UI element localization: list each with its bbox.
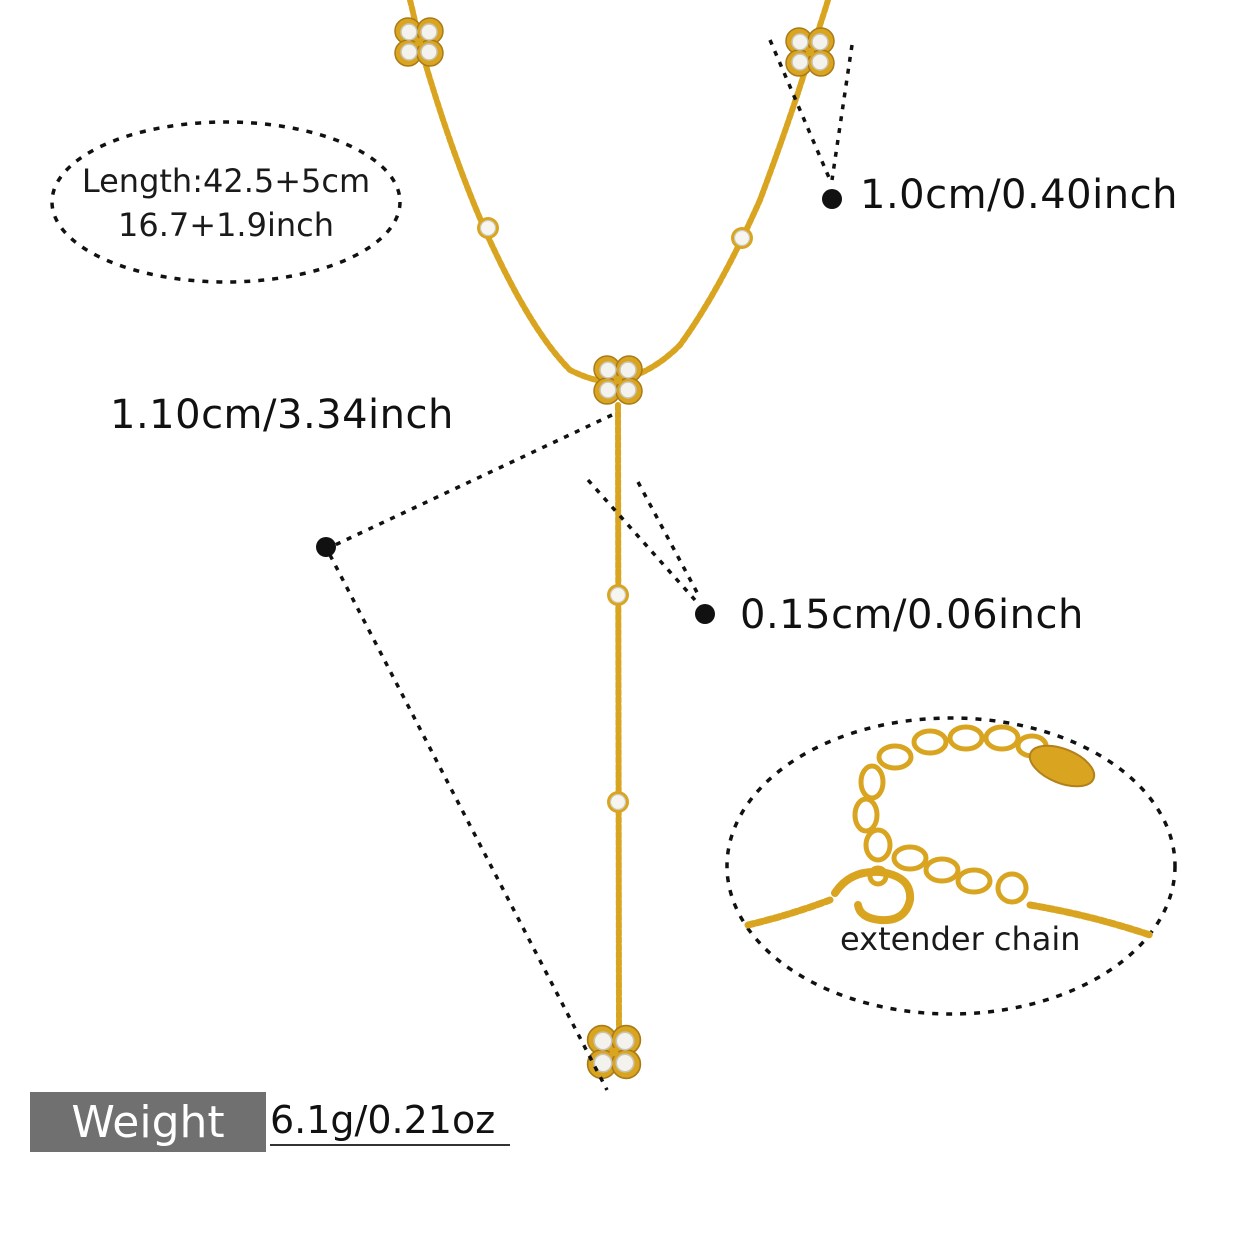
clover-charm-icon	[785, 27, 835, 77]
pointer-dot	[695, 604, 715, 624]
bezel-crystal-icon	[606, 583, 630, 607]
weight-tag: Weight	[30, 1092, 266, 1152]
lobster-clasp-icon	[831, 865, 915, 925]
drop-length-label: 1.10cm/3.34inch	[110, 392, 454, 438]
clover-charm-icon	[593, 355, 643, 405]
main-chain	[407, 0, 831, 1033]
chain-width-guides	[586, 478, 702, 602]
clover-width-guides	[768, 39, 854, 181]
leaf-tag-icon	[1028, 744, 1096, 788]
pointer-dot	[822, 189, 842, 209]
length-inch-label: 16.7+1.9inch	[118, 206, 334, 244]
length-callout: Length:42.5+5cm 16.7+1.9inch	[52, 124, 400, 282]
pointer-dot	[316, 537, 336, 557]
length-cm-label: Length:42.5+5cm	[81, 162, 371, 200]
bezel-crystal-icon	[606, 790, 630, 814]
chain-width-label: 0.15cm/0.06inch	[740, 592, 1084, 638]
length-ellipse	[50, 120, 402, 284]
extender-chain-detail	[744, 724, 1154, 939]
extender-chain-label: extender chain	[840, 920, 1081, 958]
bezel-crystal-icon	[476, 216, 500, 240]
clover-width-label: 1.0cm/0.40inch	[860, 172, 1178, 218]
weight-value: 6.1g/0.21oz	[270, 1098, 510, 1146]
extender-ellipse	[725, 716, 1177, 1016]
drop-length-guides	[328, 413, 613, 1091]
clover-charm-icon	[394, 17, 444, 67]
bezel-crystal-icon	[730, 226, 754, 250]
